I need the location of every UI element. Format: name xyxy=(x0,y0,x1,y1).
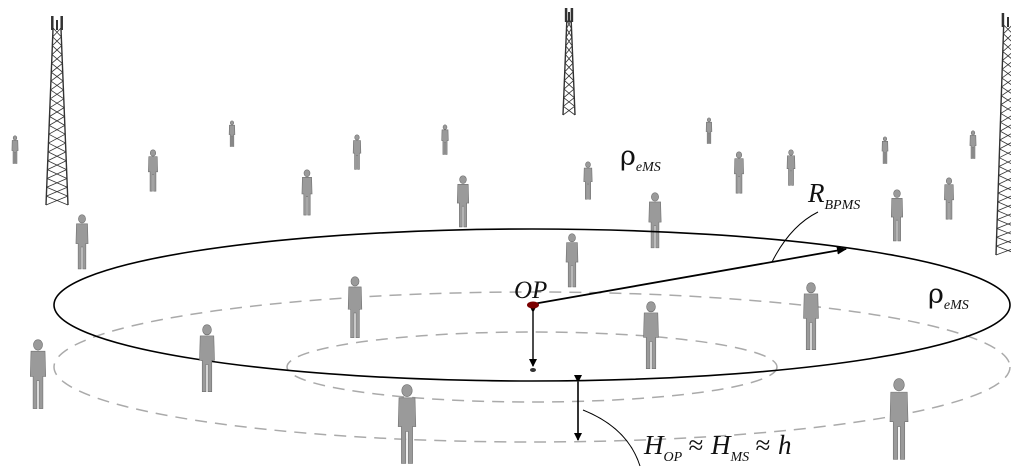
person-icon xyxy=(734,151,744,194)
people-background xyxy=(11,117,977,288)
approx-symbol-2: ≈ xyxy=(755,430,770,460)
density-symbol-right: ρ xyxy=(928,279,944,310)
radius-leader xyxy=(771,211,819,263)
tower-group xyxy=(45,8,1011,256)
density-subscript-top: eMS xyxy=(636,160,661,175)
h-leader xyxy=(582,409,641,467)
density-label-right: ρeMS xyxy=(928,279,969,313)
h-op-symbol: H xyxy=(643,430,665,460)
approx-symbol-1: ≈ xyxy=(688,430,703,460)
person-icon xyxy=(397,384,417,464)
radius-symbol: R xyxy=(807,178,825,208)
people-foreground xyxy=(29,276,909,464)
person-icon xyxy=(944,177,954,220)
radius-subscript: BPMS xyxy=(825,198,861,213)
person-icon xyxy=(301,169,313,216)
person-icon xyxy=(705,117,713,144)
h-op-subscript: OP xyxy=(664,450,683,465)
op-point xyxy=(527,301,539,309)
op-ground-point xyxy=(530,368,536,372)
person-icon xyxy=(75,214,89,270)
ground-circle-inner xyxy=(286,331,778,403)
person-icon xyxy=(29,339,47,409)
person-icon xyxy=(786,149,796,186)
person-icon xyxy=(441,124,449,155)
person-icon xyxy=(648,192,662,249)
person-icon xyxy=(583,161,593,200)
person-icon xyxy=(889,378,909,460)
person-icon xyxy=(352,134,362,170)
density-symbol-top: ρ xyxy=(620,141,636,172)
person-icon xyxy=(565,233,579,288)
radius-arrow xyxy=(532,246,847,305)
tower-left xyxy=(45,16,69,206)
h-symbol: h xyxy=(778,430,792,460)
person-icon xyxy=(11,135,19,164)
person-icon xyxy=(969,130,977,159)
radius-label: RBPMS xyxy=(807,178,860,213)
density-subscript-right: eMS xyxy=(944,298,969,313)
person-icon xyxy=(881,136,889,164)
person-icon xyxy=(643,301,659,369)
person-icon xyxy=(456,175,470,228)
person-icon xyxy=(199,324,215,392)
person-icon xyxy=(148,149,158,192)
person-icon xyxy=(228,120,236,147)
person-icon xyxy=(803,282,819,350)
op-label: OP xyxy=(514,277,547,304)
ground-circle-outer xyxy=(53,291,1011,443)
h-ms-subscript: MS xyxy=(730,450,750,465)
density-label-top: ρeMS xyxy=(620,141,661,175)
person-icon xyxy=(890,189,904,242)
tower-right xyxy=(995,13,1011,256)
coverage-ellipse xyxy=(53,228,1011,382)
person-icon xyxy=(347,276,363,339)
height-equation: HOP≈HMS≈h xyxy=(643,430,792,465)
tower-center xyxy=(562,8,576,116)
h-ms-symbol: H xyxy=(710,430,732,460)
